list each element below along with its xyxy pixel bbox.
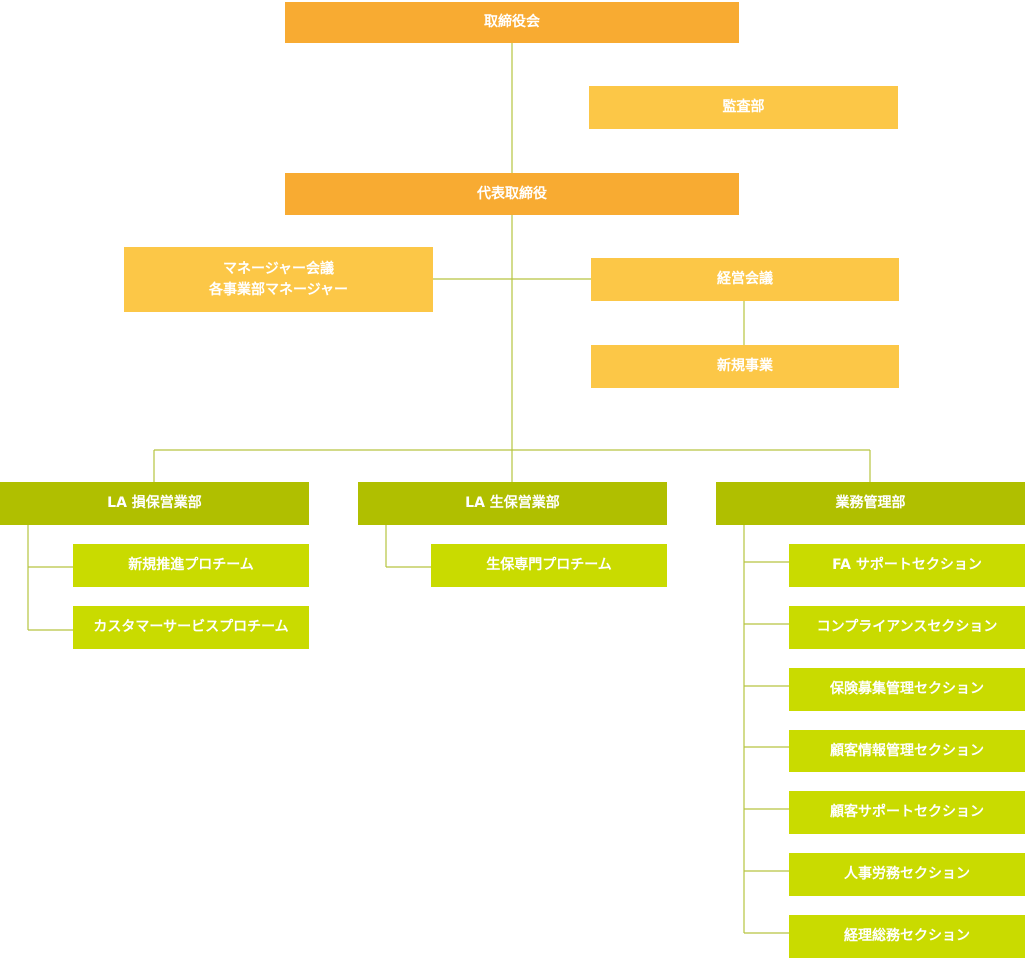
fa-support-label: FA サポートセクション <box>832 557 982 574</box>
compliance-node: コンプライアンスセクション <box>789 606 1025 649</box>
customer-support-node: 顧客サポートセクション <box>789 791 1025 834</box>
board-node: 取締役会 <box>285 2 739 43</box>
hr-node: 人事労務セクション <box>789 853 1025 896</box>
board-label: 取締役会 <box>484 14 540 31</box>
customer-service-label: カスタマーサービスプロチーム <box>93 619 289 636</box>
new-promo-node: 新規推進プロチーム <box>73 544 309 587</box>
accounting-node: 経理総務セクション <box>789 915 1025 958</box>
audit-label: 監査部 <box>722 99 765 116</box>
la-life-label: LA 生保営業部 <box>465 495 560 512</box>
new-business-node: 新規事業 <box>591 345 899 388</box>
manager-meeting-node: マネージャー会議 各事業部マネージャー <box>124 247 433 312</box>
new-business-label: 新規事業 <box>717 358 773 375</box>
compliance-label: コンプライアンスセクション <box>816 619 998 636</box>
la-life-node: LA 生保営業部 <box>358 482 667 525</box>
ceo-node: 代表取締役 <box>285 173 739 215</box>
manager-meeting-members-label: 各事業部マネージャー <box>208 281 349 298</box>
management-meeting-label: 経営会議 <box>717 271 773 288</box>
fa-support-node: FA サポートセクション <box>789 544 1025 587</box>
manager-meeting-label: マネージャー会議 <box>222 261 335 278</box>
insurance-recruit-label: 保険募集管理セクション <box>830 681 984 698</box>
la-nonlife-label: LA 損保営業部 <box>107 495 202 512</box>
ops-node: 業務管理部 <box>716 482 1025 525</box>
life-pro-label: 生保専門プロチーム <box>486 557 612 574</box>
customer-info-label: 顧客情報管理セクション <box>830 742 984 759</box>
ops-label: 業務管理部 <box>835 495 906 512</box>
new-promo-label: 新規推進プロチーム <box>128 557 254 574</box>
customer-support-label: 顧客サポートセクション <box>830 804 984 821</box>
life-pro-node: 生保専門プロチーム <box>431 544 667 587</box>
ceo-label: 代表取締役 <box>477 185 547 202</box>
audit-node: 監査部 <box>589 86 898 129</box>
customer-service-node: カスタマーサービスプロチーム <box>73 606 309 649</box>
insurance-recruit-node: 保険募集管理セクション <box>789 668 1025 711</box>
hr-label: 人事労務セクション <box>844 866 970 883</box>
accounting-label: 経理総務セクション <box>844 928 970 945</box>
la-nonlife-node: LA 損保営業部 <box>0 482 309 525</box>
management-meeting-node: 経営会議 <box>591 258 899 301</box>
customer-info-node: 顧客情報管理セクション <box>789 730 1025 772</box>
